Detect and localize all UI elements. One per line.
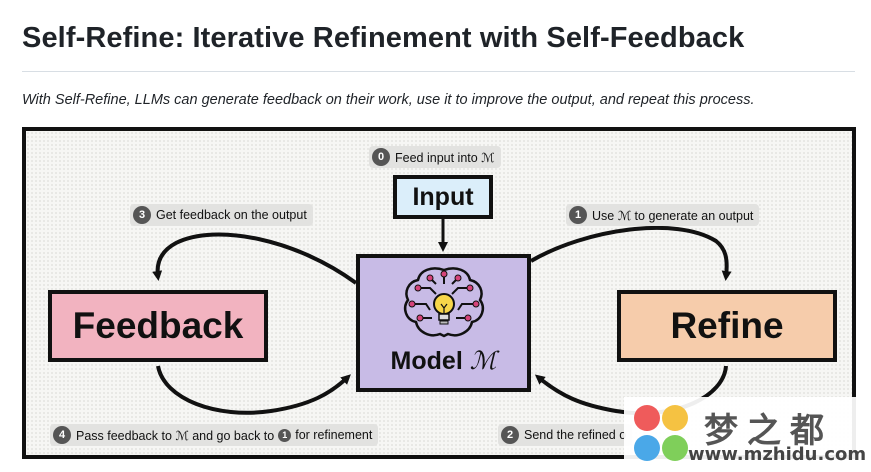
step-0-text: Feed input into ℳ [395, 150, 495, 165]
step-2-number: 2 [501, 426, 519, 444]
step-4-text-before: Pass feedback to ℳ and go back to [76, 428, 275, 443]
watermark-logo-icon [632, 403, 692, 467]
feedback-label: Feedback [72, 305, 244, 346]
step-4-number: 4 [53, 426, 71, 444]
step-1-label: 1 Use ℳ to generate an output [566, 204, 760, 226]
step-2-text: Send the refined o [524, 428, 627, 442]
step-1-number: 1 [569, 206, 587, 224]
arrow-feedback-to-model [156, 365, 351, 415]
lightbulb-icon [432, 293, 455, 325]
model-label: Model ℳ [391, 346, 497, 376]
step-2-label: 2 Send the refined o [498, 424, 633, 446]
brain-circuit-icon [403, 267, 484, 338]
step-4-label: 4 Pass feedback to ℳ and go back to 1 fo… [50, 424, 379, 446]
refine-box: Refine [617, 290, 837, 362]
step-3-number: 3 [133, 206, 151, 224]
title-divider [22, 71, 855, 72]
page-subtitle: With Self-Refine, LLMs can generate feed… [22, 92, 755, 108]
watermark: 梦之都 www.mzhidu.com [624, 397, 871, 472]
arrow-model-to-refine [529, 225, 732, 281]
model-word: Model [390, 347, 463, 375]
page-title: Self-Refine: Iterative Refinement with S… [22, 22, 745, 54]
watermark-text: 梦之都 [704, 411, 833, 451]
arrow-model-to-feedback [152, 232, 358, 285]
step-1-text: Use ℳ to generate an output [592, 208, 754, 223]
diagram-arrows [152, 219, 732, 416]
self-refine-diagram: Input Feedback Refine Model ℳ [22, 127, 856, 459]
step-0-label: 0 Feed input into ℳ [369, 146, 501, 168]
feedback-box: Feedback [48, 290, 268, 362]
input-box: Input [393, 175, 493, 219]
step-4-text-after: for refinement [295, 428, 373, 442]
model-symbol: ℳ [469, 346, 497, 375]
step-3-label: 3 Get feedback on the output [130, 204, 313, 226]
watermark-url: www.mzhidu.com [688, 444, 867, 465]
step-0-number: 0 [372, 148, 390, 166]
input-label: Input [412, 182, 474, 211]
step-3-text: Get feedback on the output [156, 208, 307, 222]
model-box: Model ℳ [356, 254, 531, 392]
step-4-ref-number: 1 [278, 428, 292, 442]
refine-label: Refine [670, 305, 784, 346]
arrow-refine-to-model [534, 365, 728, 416]
